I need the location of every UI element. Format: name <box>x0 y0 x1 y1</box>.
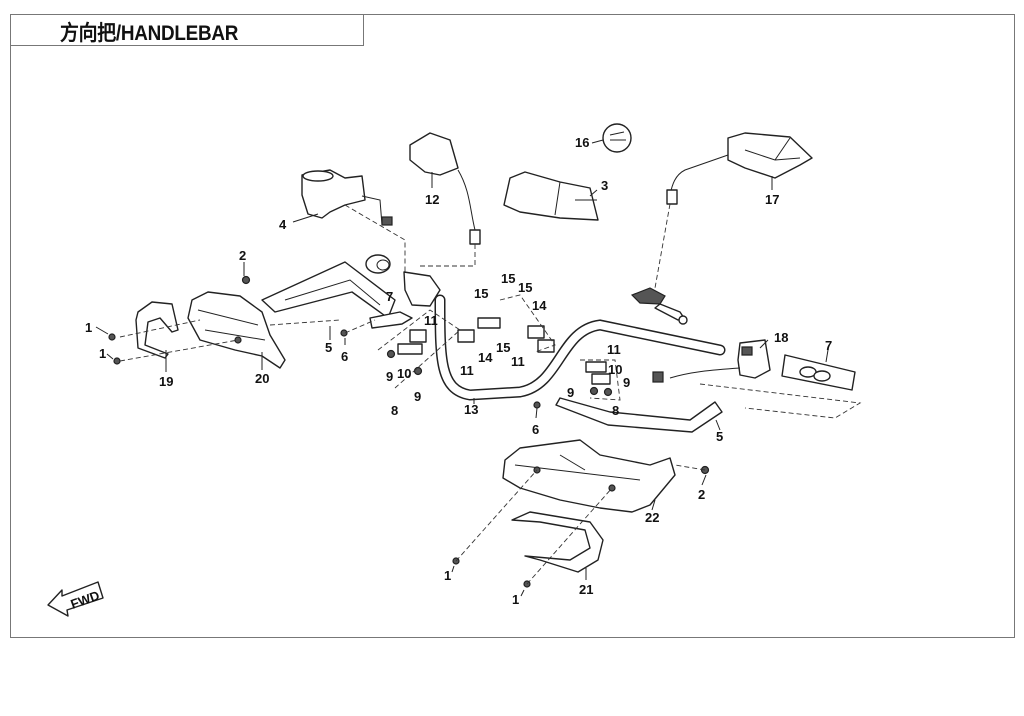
callout-7: 7 <box>386 289 393 304</box>
callout-13: 13 <box>464 402 478 417</box>
callout-9: 9 <box>386 369 393 384</box>
callout-1: 1 <box>444 568 451 583</box>
drawing-frame <box>10 14 1015 638</box>
callout-6: 6 <box>532 422 539 437</box>
right-grip <box>781 354 856 391</box>
callout-1: 1 <box>99 346 106 361</box>
callout-14: 14 <box>478 350 493 365</box>
callout-15: 15 <box>496 340 510 355</box>
callout-labels: 1 1 1 1 2 2 3 4 5 5 6 6 7 7 8 8 9 9 9 9 … <box>85 135 832 607</box>
right-switch-housing <box>652 339 771 383</box>
callout-21: 21 <box>579 582 593 597</box>
callout-14: 14 <box>532 298 547 313</box>
callout-3: 3 <box>601 178 608 193</box>
callout-10: 10 <box>397 366 411 381</box>
callout-5: 5 <box>716 429 723 444</box>
fwd-direction-arrow: FWD <box>47 581 104 617</box>
callout-15: 15 <box>518 280 532 295</box>
reservoir-cap <box>602 123 632 153</box>
right-mirror <box>666 132 813 205</box>
callout-15: 15 <box>501 271 515 286</box>
clamp-parts <box>386 317 613 397</box>
handlebar-tube <box>434 294 726 401</box>
callout-11: 11 <box>424 313 438 328</box>
callout-15: 15 <box>474 286 488 301</box>
callout-11: 11 <box>607 342 621 357</box>
callout-1: 1 <box>512 592 519 607</box>
callout-18: 18 <box>774 330 788 345</box>
callout-11: 11 <box>460 363 474 378</box>
callout-9: 9 <box>623 375 630 390</box>
callout-2: 2 <box>239 248 246 263</box>
callout-2: 2 <box>698 487 705 502</box>
left-brake-lever <box>365 254 441 329</box>
diagram-title: 方向把/HANDLEBAR <box>60 22 239 45</box>
callout-17: 17 <box>765 192 779 207</box>
callout-22: 22 <box>645 510 659 525</box>
callout-9: 9 <box>414 389 421 404</box>
left-mirror <box>409 132 481 245</box>
callout-9: 9 <box>567 385 574 400</box>
right-guard-cover <box>511 511 604 573</box>
callout-6: 6 <box>341 349 348 364</box>
right-hand-guard <box>502 439 676 513</box>
right-guard-bracket <box>555 397 723 433</box>
callout-8: 8 <box>612 403 619 418</box>
callout-11: 11 <box>511 354 525 369</box>
left-guard-cover <box>135 301 179 359</box>
callout-12: 12 <box>425 192 439 207</box>
left-hand-guard <box>187 291 286 369</box>
callout-7: 7 <box>825 338 832 353</box>
callout-5: 5 <box>325 340 332 355</box>
callout-1: 1 <box>85 320 92 335</box>
left-switch-assembly <box>301 169 393 226</box>
title-box <box>10 14 364 46</box>
callout-20: 20 <box>255 371 269 386</box>
callout-10: 10 <box>608 362 622 377</box>
callout-leaders <box>95 139 829 597</box>
callout-8: 8 <box>391 403 398 418</box>
bar-cover <box>503 171 599 221</box>
callout-16: 16 <box>575 135 589 150</box>
assembly-lines <box>119 203 862 585</box>
callout-19: 19 <box>159 374 173 389</box>
callout-4: 4 <box>279 217 287 232</box>
right-lever <box>630 287 688 325</box>
